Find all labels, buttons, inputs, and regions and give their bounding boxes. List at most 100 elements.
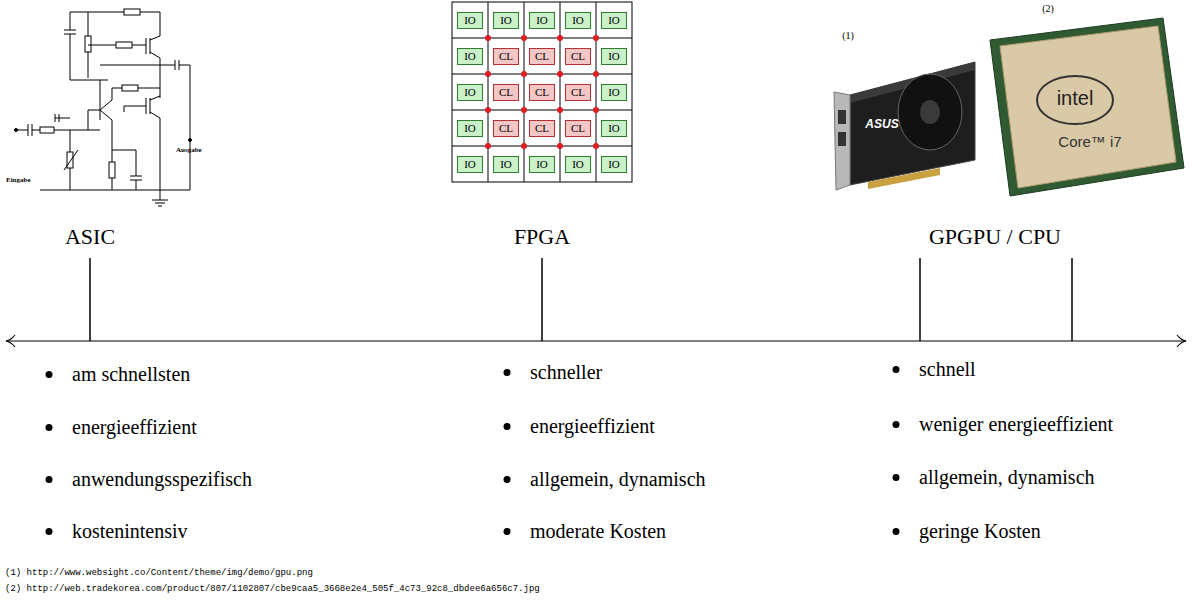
io-block: IO bbox=[601, 120, 627, 137]
category-label: GPGPU / CPU bbox=[929, 224, 1061, 249]
block-label: CL bbox=[499, 86, 513, 98]
category-label: ASIC bbox=[65, 224, 115, 249]
circuit-schematic-part bbox=[160, 190, 190, 191]
time-axis-part bbox=[541, 258, 543, 341]
category-label: FPGA bbox=[514, 224, 570, 249]
fpga-grid-part-part bbox=[557, 107, 563, 113]
bullet-dot bbox=[893, 474, 900, 481]
time-axis-part bbox=[1071, 258, 1073, 341]
brand-logo: ASUS bbox=[865, 118, 898, 132]
property-item: anwendungsspezifisch bbox=[72, 468, 252, 491]
fpga-grid-part-part bbox=[485, 143, 491, 149]
circuit-schematic-part bbox=[160, 58, 161, 98]
logic-block: CL bbox=[493, 48, 519, 65]
circuit-schematic-part bbox=[155, 203, 165, 204]
block-label: IO bbox=[464, 158, 476, 170]
circuit-schematic-part bbox=[160, 118, 161, 200]
fpga-grid-part bbox=[452, 2, 632, 182]
circuit-schematic-part bbox=[100, 80, 101, 100]
circuit-schematic-part bbox=[112, 140, 113, 162]
circuit-schematic-part bbox=[130, 176, 142, 177]
property-item: schneller bbox=[530, 361, 602, 384]
block-label: IO bbox=[572, 14, 584, 26]
circuit-schematic-part bbox=[70, 12, 71, 30]
block-label: IO bbox=[464, 14, 476, 26]
logic-block: CL bbox=[529, 84, 555, 101]
time-axis-part bbox=[6, 335, 15, 347]
gpu-picture-part bbox=[868, 168, 940, 189]
fpga-grid-part-part bbox=[452, 146, 632, 147]
circuit-schematic-part bbox=[15, 129, 18, 132]
logic-block: CL bbox=[493, 84, 519, 101]
circuit-schematic-part bbox=[70, 168, 71, 190]
block-label: CL bbox=[499, 50, 513, 62]
circuit-schematic-part bbox=[88, 45, 116, 46]
bullet-dot bbox=[893, 528, 900, 535]
product-name: Core™ i7 bbox=[1058, 133, 1121, 150]
circuit-schematic-part bbox=[112, 150, 136, 151]
property-item: kostenintensiv bbox=[72, 520, 188, 543]
io-block: IO bbox=[457, 120, 483, 137]
circuit-schematic-part bbox=[100, 110, 112, 120]
cpu-picture bbox=[990, 18, 1184, 196]
fpga-grid-part-part bbox=[557, 71, 563, 77]
block-label: CL bbox=[571, 86, 585, 98]
circuit-schematic-part bbox=[150, 112, 160, 118]
block-label: CL bbox=[571, 50, 585, 62]
gpu-picture bbox=[834, 62, 975, 190]
property-item: energieeffizient bbox=[72, 416, 197, 439]
circuit-schematic-part bbox=[54, 130, 100, 131]
circuit-schematic-part bbox=[132, 45, 146, 46]
circuit-schematic-part bbox=[70, 12, 160, 13]
io-block: IO bbox=[529, 156, 555, 173]
circuit-schematic-part bbox=[152, 200, 168, 201]
circuit-schematic-part bbox=[136, 150, 137, 176]
gpu-picture-part bbox=[834, 92, 850, 190]
bullet-points bbox=[46, 366, 900, 535]
port-label: Eingabe bbox=[6, 176, 31, 184]
time-axis-part bbox=[919, 258, 921, 341]
io-block: IO bbox=[457, 156, 483, 173]
property-item: allgemein, dynamisch bbox=[919, 466, 1095, 489]
fpga-grid-part-part bbox=[593, 143, 599, 149]
bullet-dot bbox=[46, 371, 53, 378]
block-label: IO bbox=[608, 86, 620, 98]
circuit-schematic-part bbox=[88, 52, 89, 78]
fpga-grid-part-part bbox=[485, 35, 491, 41]
fpga-grid-part bbox=[452, 2, 632, 182]
fpga-grid-part-part bbox=[521, 143, 527, 149]
block-label: CL bbox=[499, 122, 513, 134]
circuit-schematic-part bbox=[160, 12, 161, 36]
fpga-grid-part-part bbox=[557, 35, 563, 41]
fpga-grid-part-part bbox=[521, 35, 527, 41]
circuit-schematic-part bbox=[112, 88, 113, 100]
circuit-schematic-part bbox=[116, 42, 132, 48]
logic-block: CL bbox=[565, 84, 591, 101]
circuit-schematic-part bbox=[88, 110, 89, 130]
property-item: geringe Kosten bbox=[919, 520, 1041, 543]
logic-block: CL bbox=[529, 48, 555, 65]
fpga-grid-part-part bbox=[593, 71, 599, 77]
property-item: am schnellsten bbox=[72, 363, 190, 386]
circuit-schematic-part bbox=[64, 30, 76, 31]
circuit-schematic-part bbox=[138, 88, 160, 89]
circuit-schematic-part bbox=[55, 118, 70, 119]
bullet-dot bbox=[504, 476, 511, 483]
fpga-grid-part-part bbox=[593, 35, 599, 41]
io-block: IO bbox=[601, 156, 627, 173]
fpga-grid-part-part bbox=[452, 74, 632, 75]
source-footnote: (1) http://www.websight.co/Content/theme… bbox=[5, 568, 313, 578]
cpu-picture-part bbox=[1000, 26, 1176, 188]
io-block: IO bbox=[493, 12, 519, 29]
bullet-dot bbox=[46, 424, 53, 431]
gpu-picture-part bbox=[838, 132, 846, 146]
fpga-grid-part-part bbox=[452, 110, 632, 111]
block-label: IO bbox=[608, 14, 620, 26]
circuit-schematic-part bbox=[122, 85, 138, 91]
property-item: allgemein, dynamisch bbox=[530, 468, 706, 491]
circuit-schematic-part bbox=[150, 38, 151, 54]
io-block: IO bbox=[457, 84, 483, 101]
